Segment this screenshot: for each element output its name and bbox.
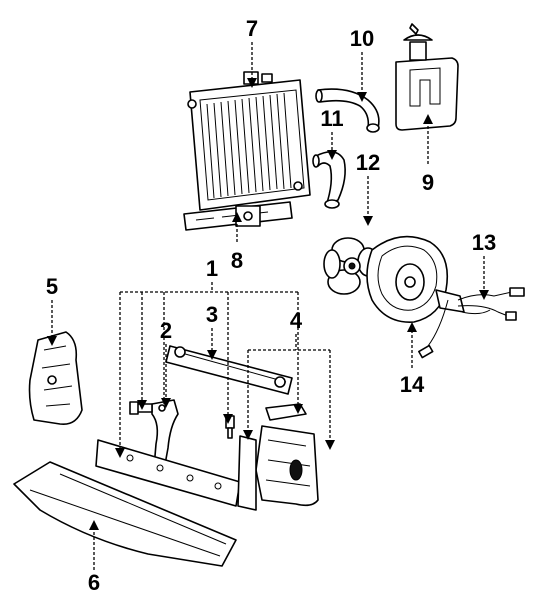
side-support-bracket-right xyxy=(237,403,319,511)
upper-tie-bar xyxy=(165,345,293,395)
cooling-fan xyxy=(323,237,379,295)
side-support-bracket-left xyxy=(28,331,83,426)
coolant-reservoir xyxy=(395,23,459,131)
callout-10: 10 xyxy=(350,26,374,51)
callout-12: 12 xyxy=(356,150,380,175)
callout-6: 6 xyxy=(88,570,100,595)
callout-2: 2 xyxy=(160,318,172,343)
lower-radiator-hose xyxy=(312,151,346,209)
callout-11: 11 xyxy=(320,106,343,131)
callout-8: 8 xyxy=(231,248,243,273)
mounting-bolts xyxy=(129,401,235,439)
callout-7: 7 xyxy=(246,16,258,41)
callout-14: 14 xyxy=(400,372,425,397)
center-support-bar xyxy=(95,439,241,507)
fan-wiring-harness xyxy=(457,287,525,321)
radiator xyxy=(187,71,311,211)
callout-9: 9 xyxy=(422,170,434,195)
lower-air-deflector xyxy=(13,461,237,567)
callout-1: 1 xyxy=(206,256,218,281)
callout-5: 5 xyxy=(46,274,58,299)
callout-4: 4 xyxy=(290,308,303,333)
leader-lines xyxy=(51,42,485,570)
callout-13: 13 xyxy=(472,230,496,255)
callout-3: 3 xyxy=(206,302,218,327)
fan-shroud-motor xyxy=(366,235,465,359)
leader-arrowheads xyxy=(47,78,489,530)
